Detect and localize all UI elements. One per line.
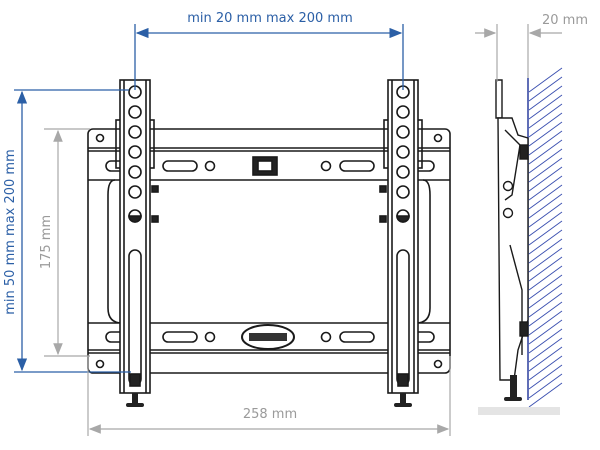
hatch-line xyxy=(528,355,563,381)
hatch-line xyxy=(528,157,563,183)
hatch-line xyxy=(528,319,563,345)
hatch-line xyxy=(528,256,563,282)
hatch-line xyxy=(528,85,563,111)
right-bracket xyxy=(379,79,423,394)
hatch-line xyxy=(528,283,563,309)
hatch-line xyxy=(528,310,563,336)
screw-icon xyxy=(504,375,522,401)
hatch-line xyxy=(528,364,563,390)
screw-icon xyxy=(126,393,412,407)
hatch-line xyxy=(528,328,563,354)
hatch-line xyxy=(528,103,563,129)
hatch-line xyxy=(528,139,563,165)
hatch-line xyxy=(528,184,563,210)
hatch-line xyxy=(528,193,563,219)
hatch-line xyxy=(528,382,563,408)
hatch-line xyxy=(528,292,563,318)
label-plate-width: 258 mm xyxy=(243,407,297,422)
hatch-line xyxy=(528,67,563,93)
wall-hatch xyxy=(528,67,563,408)
hatch-line xyxy=(528,301,563,327)
hatch-line xyxy=(528,238,563,264)
dimension-plate-width xyxy=(87,356,451,436)
hatch-line xyxy=(528,130,563,156)
hatch-line xyxy=(528,220,563,246)
label-plate-height: 175 mm xyxy=(39,215,54,269)
hatch-line xyxy=(528,202,563,228)
floor-shadow xyxy=(478,407,560,415)
left-bracket xyxy=(115,79,159,394)
hatch-line xyxy=(528,274,563,300)
hatch-line xyxy=(528,265,563,291)
hatch-line xyxy=(528,346,563,372)
hatch-line xyxy=(528,148,563,174)
hatch-line xyxy=(528,94,563,120)
hatch-line xyxy=(528,76,563,102)
mounting-slots-top xyxy=(105,160,435,172)
label-vertical-vesa: min 50 mm max 200 mm xyxy=(3,149,18,315)
dimension-wall-distance xyxy=(475,24,562,82)
label-wall-distance: 20 mm xyxy=(542,13,588,28)
side-view xyxy=(478,67,563,415)
hatch-line xyxy=(528,373,563,399)
hatch-line xyxy=(528,247,563,273)
hatch-line xyxy=(528,112,563,138)
hatch-line xyxy=(528,211,563,237)
level-clip xyxy=(252,156,278,176)
hatch-line xyxy=(528,166,563,192)
hatch-line xyxy=(528,229,563,255)
dimension-horizontal-vesa xyxy=(134,24,404,90)
hatch-line xyxy=(528,121,563,147)
hatch-line xyxy=(528,337,563,363)
hatch-line xyxy=(528,175,563,201)
dimension-plate-height xyxy=(44,128,90,357)
dimension-vertical-vesa xyxy=(14,89,131,373)
label-horizontal-vesa: min 20 mm max 200 mm xyxy=(187,11,353,26)
